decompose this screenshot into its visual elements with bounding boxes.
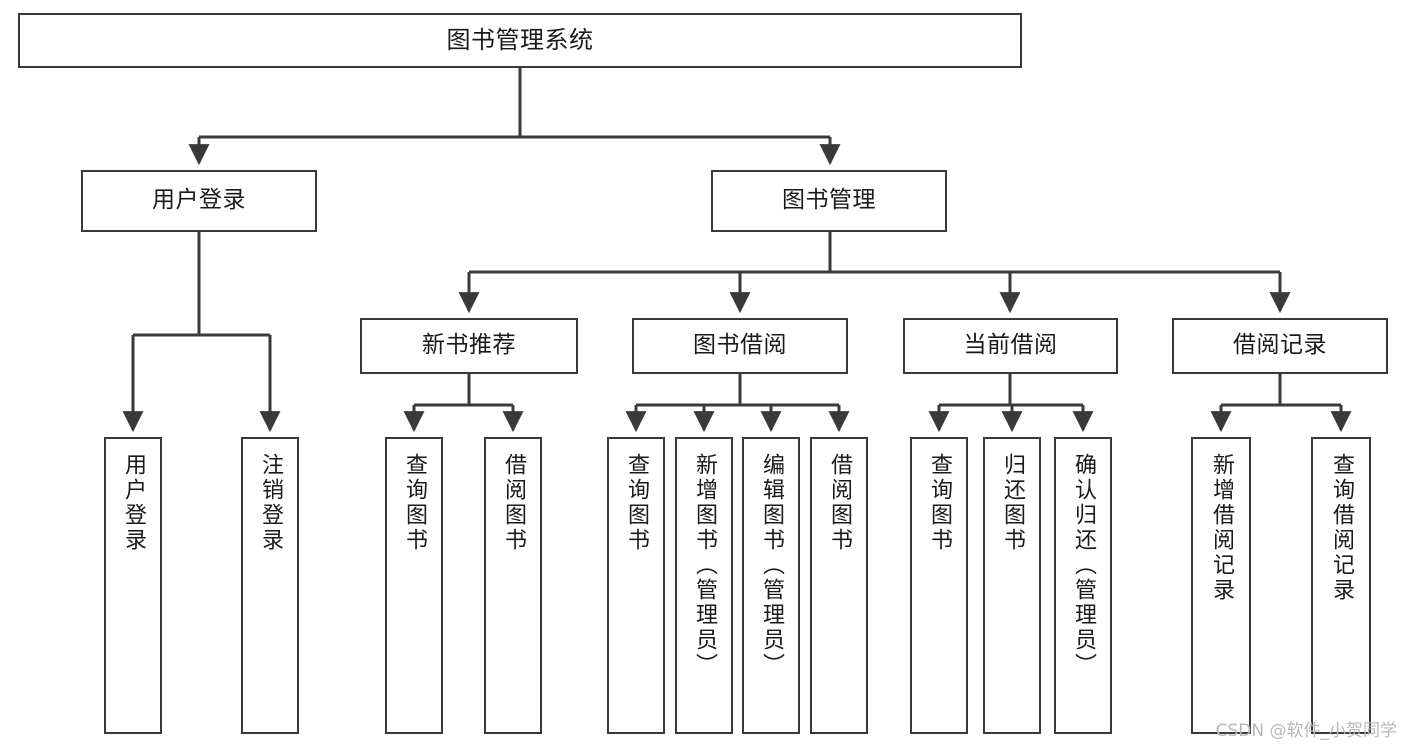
leaf-query-book-recommend-label: 查询图书 [402,453,427,553]
leaf-query-borrow-record[interactable]: 查询借阅记录 [1311,437,1371,734]
node-new-book-recommend-label: 新书推荐 [422,332,516,359]
node-new-book-recommend[interactable]: 新书推荐 [360,318,578,374]
leaf-edit-book-admin-label: 编辑图书（管理员） [759,453,784,678]
leaf-query-book-borrow[interactable]: 查询图书 [607,437,665,734]
node-current-borrow[interactable]: 当前借阅 [903,318,1118,374]
leaf-logout-label: 注销登录 [258,453,283,553]
leaf-query-book-current-label: 查询图书 [927,453,952,553]
leaf-borrow-book-label: 借阅图书 [827,453,852,553]
leaf-borrow-book-recommend-label: 借阅图书 [501,453,526,553]
node-user-login-label: 用户登录 [152,187,246,214]
leaf-add-borrow-record-label: 新增借阅记录 [1209,453,1234,603]
leaf-add-book-admin[interactable]: 新增图书（管理员） [675,437,733,734]
node-book-borrow[interactable]: 图书借阅 [632,318,848,374]
leaf-return-book-label: 归还图书 [1000,453,1025,553]
node-book-management[interactable]: 图书管理 [711,170,947,232]
node-book-management-label: 图书管理 [782,187,876,214]
node-borrow-records-label: 借阅记录 [1233,332,1327,359]
leaf-query-borrow-record-label: 查询借阅记录 [1329,453,1354,603]
node-user-login[interactable]: 用户登录 [81,170,317,232]
csdn-watermark: CSDN @软件_小贺同学 [1215,721,1397,741]
node-book-borrow-label: 图书借阅 [693,332,787,359]
node-root[interactable]: 图书管理系统 [18,13,1022,68]
leaf-return-book[interactable]: 归还图书 [983,437,1041,734]
leaf-query-book-borrow-label: 查询图书 [624,453,649,553]
leaf-borrow-book-recommend[interactable]: 借阅图书 [484,437,542,734]
node-root-label: 图书管理系统 [446,26,594,55]
leaf-user-login[interactable]: 用户登录 [104,437,162,734]
node-current-borrow-label: 当前借阅 [963,332,1058,359]
leaf-query-book-recommend[interactable]: 查询图书 [385,437,443,734]
leaf-user-login-label: 用户登录 [121,453,146,553]
leaf-query-book-current[interactable]: 查询图书 [910,437,968,734]
leaf-confirm-return-admin-label: 确认归还（管理员） [1071,453,1096,678]
leaf-logout[interactable]: 注销登录 [241,437,299,734]
node-borrow-records[interactable]: 借阅记录 [1172,318,1388,374]
leaf-add-book-admin-label: 新增图书（管理员） [692,453,717,678]
leaf-confirm-return-admin[interactable]: 确认归还（管理员） [1054,437,1112,734]
leaf-borrow-book[interactable]: 借阅图书 [810,437,868,734]
leaf-edit-book-admin[interactable]: 编辑图书（管理员） [742,437,800,734]
leaf-add-borrow-record[interactable]: 新增借阅记录 [1191,437,1251,734]
